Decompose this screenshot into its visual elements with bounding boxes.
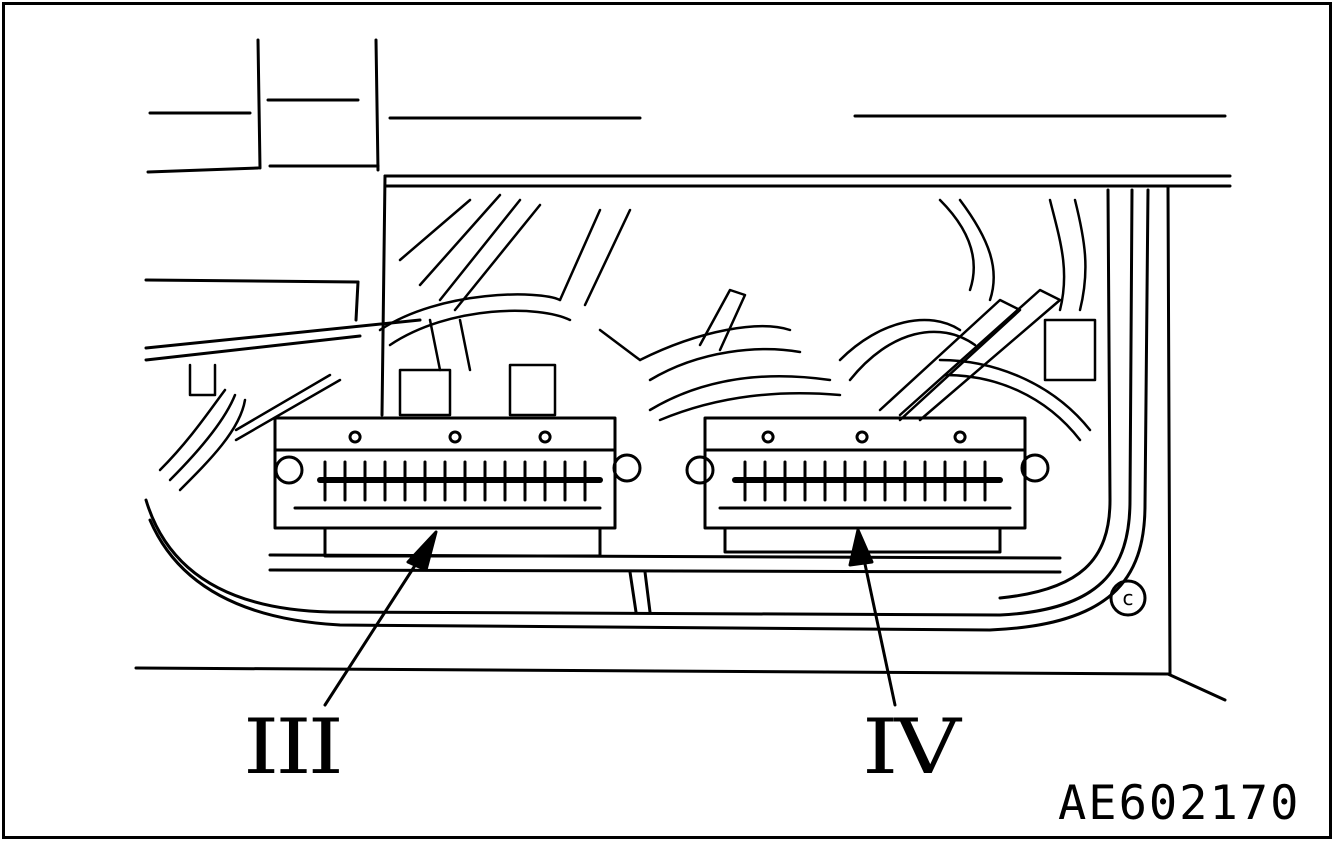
svg-text:c: c bbox=[1123, 586, 1134, 610]
leader-arrows bbox=[323, 528, 897, 707]
mounting-bracket bbox=[144, 188, 1150, 632]
connector-IV bbox=[685, 416, 1050, 554]
callout-label-III: III bbox=[243, 703, 344, 792]
dashboard-panel-lines bbox=[134, 38, 1232, 702]
callout-label-IV: IV bbox=[862, 703, 961, 792]
figure-code: AE602170 bbox=[1058, 776, 1301, 831]
wiring-harness bbox=[158, 193, 1097, 492]
connector-III bbox=[273, 416, 642, 558]
copyright-mark: c bbox=[1109, 579, 1147, 617]
